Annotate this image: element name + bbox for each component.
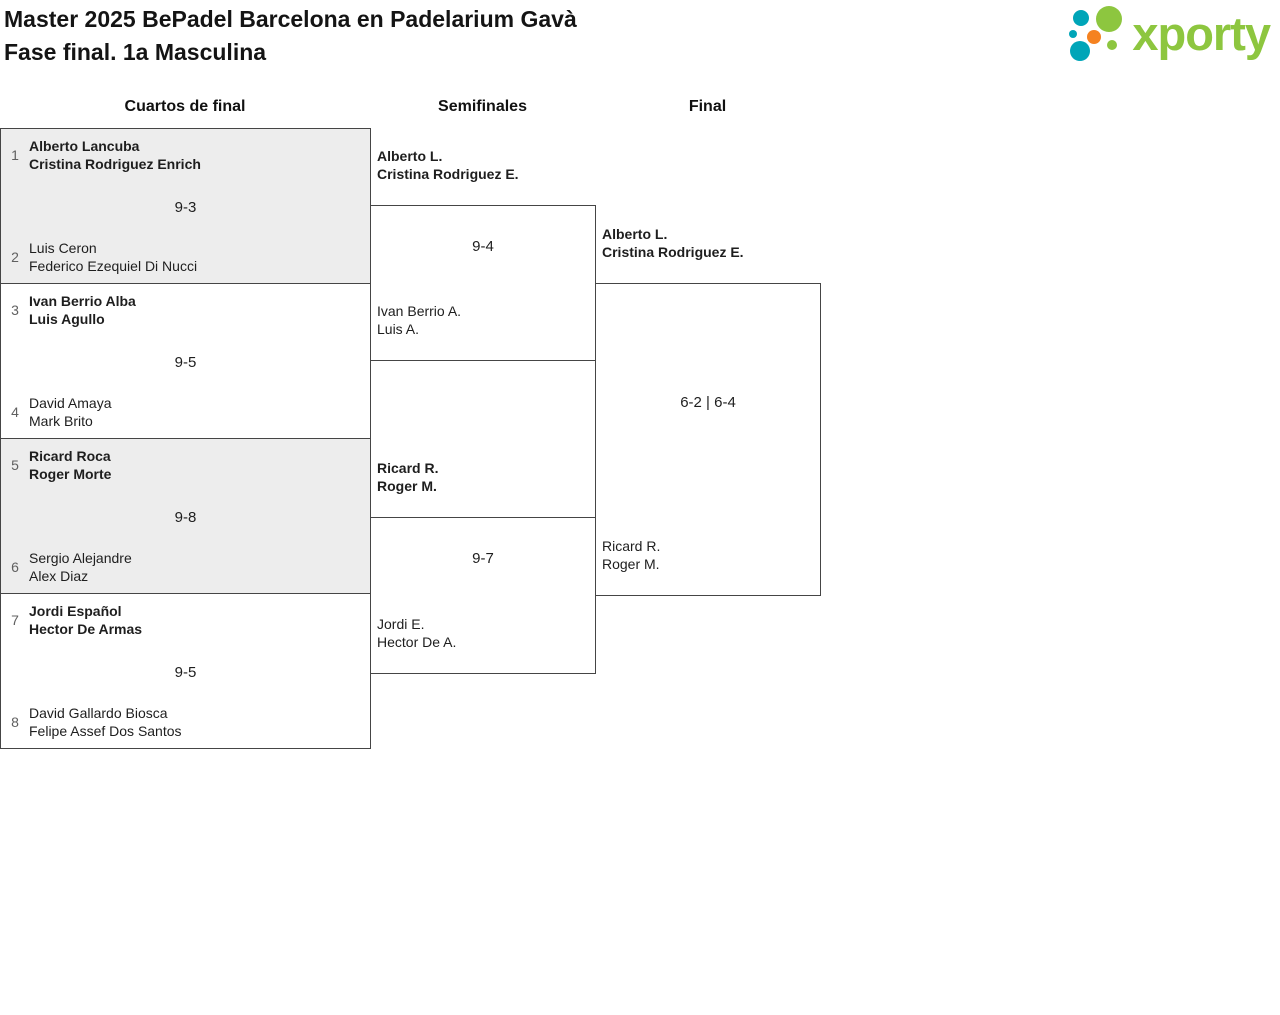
player-name: Cristina Rodriguez E. (377, 166, 519, 182)
quarterfinal-match-2: 3 Ivan Berrio Alba Luis Agullo 9-5 4 Dav… (0, 283, 371, 439)
player-name: Jordi Español (29, 603, 122, 619)
match-score: 6-2 | 6-4 (680, 394, 736, 411)
seed-number: 6 (11, 559, 19, 575)
player-name: Luis Ceron (29, 240, 97, 256)
seed-number: 5 (11, 457, 19, 473)
player-name: Alberto L. (602, 226, 668, 242)
qf2-team-bottom: 4 David Amaya Mark Brito (8, 394, 363, 430)
round-header-semifinals: Semifinales (438, 98, 527, 115)
player-name: Cristina Rodriguez E. (602, 244, 744, 260)
player-name: Sergio Alejandre (29, 550, 132, 566)
final-team-bottom: Ricard R. Roger M. (602, 537, 660, 573)
player-name: Roger M. (602, 556, 660, 572)
quarterfinal-match-4: 7 Jordi Español Hector De Armas 9-5 8 Da… (0, 593, 371, 749)
xporty-logo-icon (1069, 6, 1123, 61)
tournament-title: Master 2025 BePadel Barcelona en Padelar… (4, 6, 577, 32)
sf1-team-bottom: Ivan Berrio A. Luis A. (377, 302, 461, 338)
seed-number: 1 (11, 147, 19, 163)
final-team-top: Alberto L. Cristina Rodriguez E. (602, 225, 744, 261)
round-header-final: Final (688, 98, 727, 115)
player-name: Luis A. (377, 321, 420, 337)
seed-number: 8 (11, 714, 19, 730)
player-name: Ricard R. (602, 538, 661, 554)
player-name: Felipe Assef Dos Santos (29, 723, 182, 739)
player-name: David Gallardo Biosca (29, 705, 168, 721)
player-name: Alex Diaz (29, 568, 89, 584)
seed-number: 2 (11, 249, 19, 265)
qf1-team-top: 1 Alberto Lancuba Cristina Rodriguez Enr… (8, 137, 363, 173)
qf4-team-top: 7 Jordi Español Hector De Armas (8, 602, 363, 638)
player-name: Roger Morte (29, 466, 112, 482)
seed-number: 4 (11, 404, 19, 420)
qf3-team-bottom: 6 Sergio Alejandre Alex Diaz (8, 549, 363, 585)
player-name: Federico Ezequiel Di Nucci (29, 258, 198, 274)
player-name: David Amaya (29, 395, 112, 411)
player-name: Ricard R. (377, 460, 439, 476)
player-name: Alberto Lancuba (29, 138, 140, 154)
match-score: 9-8 (174, 509, 197, 526)
sf1-team-top: Alberto L. Cristina Rodriguez E. (377, 147, 519, 183)
qf3-team-top: 5 Ricard Roca Roger Morte (8, 447, 363, 483)
quarterfinal-match-1: 1 Alberto Lancuba Cristina Rodriguez Enr… (0, 128, 371, 284)
player-name: Ricard Roca (29, 448, 111, 464)
player-name: Mark Brito (29, 413, 93, 429)
final-match: 6-2 | 6-4 (595, 283, 821, 596)
player-name: Ivan Berrio Alba (29, 293, 136, 309)
player-name: Hector De A. (377, 634, 457, 650)
player-name: Cristina Rodriguez Enrich (29, 156, 201, 172)
player-name: Ivan Berrio A. (377, 303, 462, 319)
sf2-team-top: Ricard R. Roger M. (377, 459, 438, 495)
xporty-logo-text: xporty (1132, 7, 1271, 60)
seed-number: 7 (11, 612, 19, 628)
sf2-team-bottom: Jordi E. Hector De A. (377, 615, 456, 651)
qf1-team-bottom: 2 Luis Ceron Federico Ezequiel Di Nucci (8, 239, 363, 275)
page-header: Master 2025 BePadel Barcelona en Padelar… (4, 3, 577, 69)
round-header-quarterfinals: Cuartos de final (124, 98, 246, 115)
qf4-team-bottom: 8 David Gallardo Biosca Felipe Assef Dos… (8, 704, 363, 740)
match-score: 9-5 (174, 664, 197, 681)
player-name: Roger M. (377, 478, 437, 494)
qf2-team-top: 3 Ivan Berrio Alba Luis Agullo (8, 292, 363, 328)
player-name: Hector De Armas (29, 621, 143, 637)
match-score: 9-5 (174, 354, 197, 371)
match-score: 9-7 (472, 550, 494, 567)
player-name: Jordi E. (377, 616, 425, 632)
phase-title: Fase final. 1a Masculina (4, 39, 267, 65)
quarterfinal-match-3: 5 Ricard Roca Roger Morte 9-8 6 Sergio A… (0, 438, 371, 594)
seed-number: 3 (11, 302, 19, 318)
xporty-logo[interactable]: xporty (1068, 6, 1271, 62)
player-name: Alberto L. (377, 148, 443, 164)
match-score: 9-4 (472, 238, 494, 255)
match-score: 9-3 (174, 199, 197, 216)
player-name: Luis Agullo (29, 311, 105, 327)
